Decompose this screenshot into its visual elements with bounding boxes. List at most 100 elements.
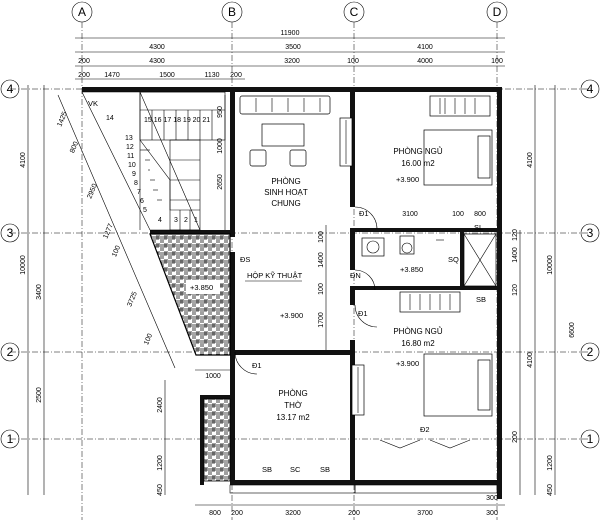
dim-mid-h-2: 3100 bbox=[402, 211, 418, 218]
dim-diag-7: 100 bbox=[143, 333, 154, 347]
dim-right-small-1: 120 bbox=[512, 229, 519, 241]
bottom-balcony-rail: 300 bbox=[229, 484, 498, 502]
label-vk: VK bbox=[88, 99, 98, 108]
dim-top-3: 4100 bbox=[417, 44, 433, 51]
dim-right-small-2: 200 bbox=[512, 431, 519, 443]
stair-diagonal-dimensions: 1425 800 2950 1277 100 3725 100 bbox=[56, 94, 176, 369]
label-steps-top: 15 16 17 18 19 20 21 bbox=[144, 117, 210, 124]
top-dimensions: 11900 4300 3500 4100 200 4300 3200 100 4… bbox=[75, 30, 505, 80]
dim-diag-3: 2950 bbox=[86, 183, 99, 200]
bottom-dimensions: 800 200 3200 200 3700 300 bbox=[195, 504, 505, 517]
label-step-14: 14 bbox=[106, 115, 114, 122]
axis-label-2-right: 2 bbox=[587, 345, 594, 359]
label-step-13: 13 bbox=[125, 135, 133, 142]
room-bedroom-1-level: +3.900 bbox=[396, 175, 419, 184]
dim-top-r2-2: 4300 bbox=[149, 58, 165, 65]
axis-label-d: D bbox=[493, 5, 502, 19]
label-step-11: 11 bbox=[127, 153, 134, 160]
axis-label-c: C bbox=[350, 5, 359, 19]
dim-center-1: 950 bbox=[217, 106, 224, 118]
room-altar-line1: PHÒNG bbox=[278, 389, 307, 398]
label-step-3: 3 bbox=[174, 217, 178, 224]
dim-top-r3-1: 200 bbox=[78, 72, 90, 79]
axis-label-a: A bbox=[78, 5, 86, 19]
dim-right-inner-2: 120 bbox=[512, 284, 519, 296]
staircase: VK 14 15 16 17 18 19 20 21 13 12 11 10 9… bbox=[81, 91, 226, 231]
dim-left-2: 3400 bbox=[36, 284, 43, 300]
dim-top-r3-4: 1130 bbox=[204, 72, 219, 79]
room-living-line2: SINH HOẠT bbox=[264, 188, 308, 197]
label-step-12: 12 bbox=[126, 144, 134, 151]
wc-level: +3.850 bbox=[400, 265, 423, 274]
label-step-9: 9 bbox=[132, 171, 136, 178]
walls bbox=[82, 87, 502, 499]
label-step-1: 1 bbox=[194, 217, 198, 224]
dim-top-r2-4: 100 bbox=[347, 58, 359, 65]
room-bedroom-1-name: PHÒNG NGỦ bbox=[393, 147, 443, 156]
dim-left-3: 2500 bbox=[36, 387, 43, 403]
right-dimensions: 4100 6600 10000 1400 120 4100 1200 450 1… bbox=[512, 85, 576, 496]
dim-bottom-1: 800 bbox=[209, 510, 221, 517]
dim-left-total: 10000 bbox=[20, 255, 27, 275]
dim-diag-6: 3725 bbox=[126, 291, 139, 308]
dim-mid-h-3: 100 bbox=[452, 211, 464, 218]
dim-top-r3-2: 1470 bbox=[104, 72, 120, 79]
label-hop-ky-thuat: HỘP KỸ THUẬT bbox=[247, 271, 303, 280]
door-d1-bedroom2: Đ1 bbox=[358, 309, 368, 318]
dim-center-3: 2650 bbox=[217, 174, 224, 190]
axis-label-2-left: 2 bbox=[7, 345, 14, 359]
dim-mid-2: 1400 bbox=[318, 252, 325, 268]
dim-bottom-2: 200 bbox=[231, 510, 243, 517]
label-sb-bottom-1: SB bbox=[262, 465, 272, 474]
label-step-6: 6 bbox=[140, 198, 144, 205]
dim-right-inner-4: 1200 bbox=[547, 455, 554, 471]
label-sq: SQ bbox=[448, 255, 459, 264]
room-living-line1: PHÒNG bbox=[271, 177, 300, 186]
dim-diag-4: 1277 bbox=[102, 223, 115, 240]
dim-mid-3: 100 bbox=[318, 283, 325, 295]
dim-right-inner-5: 450 bbox=[547, 484, 554, 496]
hall: ĐS HỘP KỸ THUẬT +3.900 bbox=[240, 255, 303, 320]
dim-top-total: 11900 bbox=[281, 30, 300, 37]
doors: Đ1 ĐN Đ1 Đ1 Đ2 bbox=[234, 206, 471, 449]
left-dimensions: 4100 3400 2500 10000 2400 1200 450 bbox=[20, 85, 166, 496]
label-step-7: 7 bbox=[137, 189, 141, 196]
hall-level: +3.900 bbox=[280, 311, 303, 320]
door-d1-bedroom1: Đ1 bbox=[359, 209, 369, 218]
axis-label-4-left: 4 bbox=[7, 82, 14, 96]
dim-mid-1: 100 bbox=[318, 231, 325, 243]
label-step-10: 10 bbox=[128, 162, 136, 169]
bedroom-2: PHÒNG NGỦ 16.80 m2 +3.900 bbox=[351, 291, 493, 417]
left-balcony bbox=[203, 398, 231, 482]
axis-label-1-left: 1 bbox=[7, 432, 14, 446]
bedroom-1: PHÒNG NGỦ 16.00 m2 +3.900 bbox=[339, 95, 493, 186]
dim-right-inner-1: 1400 bbox=[512, 247, 519, 263]
label-step-5: 5 bbox=[143, 207, 147, 214]
room-altar-line2: THỜ bbox=[284, 401, 302, 410]
label-ds: ĐS bbox=[240, 255, 250, 264]
door-dn: ĐN bbox=[350, 271, 361, 280]
dim-top-2: 3500 bbox=[285, 44, 301, 51]
label-step-2: 2 bbox=[184, 217, 188, 224]
label-sl: SL bbox=[474, 223, 483, 232]
axis-label-1-right: 1 bbox=[587, 432, 594, 446]
room-bedroom-1-area: 16.00 m2 bbox=[401, 159, 435, 168]
dim-mid-h-1: 1000 bbox=[205, 373, 221, 380]
dim-mid-4: 1700 bbox=[318, 312, 325, 328]
dim-left-inner-3: 450 bbox=[157, 484, 164, 496]
balcony-level: +3.850 bbox=[190, 283, 213, 292]
dim-bottom-5: 3700 bbox=[417, 510, 433, 517]
axis-bubbles: A B C D 4 3 2 1 4 3 2 1 bbox=[0, 1, 600, 449]
parquet-balcony: +3.850 bbox=[149, 233, 231, 356]
dim-top-r2-3: 3200 bbox=[284, 58, 300, 65]
dim-bottom-4: 200 bbox=[348, 510, 360, 517]
dim-right-1: 4100 bbox=[527, 152, 534, 168]
label-sb-right: SB bbox=[476, 295, 486, 304]
room-bedroom-2-level: +3.900 bbox=[396, 359, 419, 368]
dim-right-inner-3: 4100 bbox=[527, 352, 534, 368]
room-altar-area: 13.17 m2 bbox=[276, 413, 310, 422]
dim-right-total: 10000 bbox=[547, 255, 554, 275]
axis-label-b: B bbox=[228, 5, 236, 19]
axis-label-3-right: 3 bbox=[587, 226, 594, 240]
